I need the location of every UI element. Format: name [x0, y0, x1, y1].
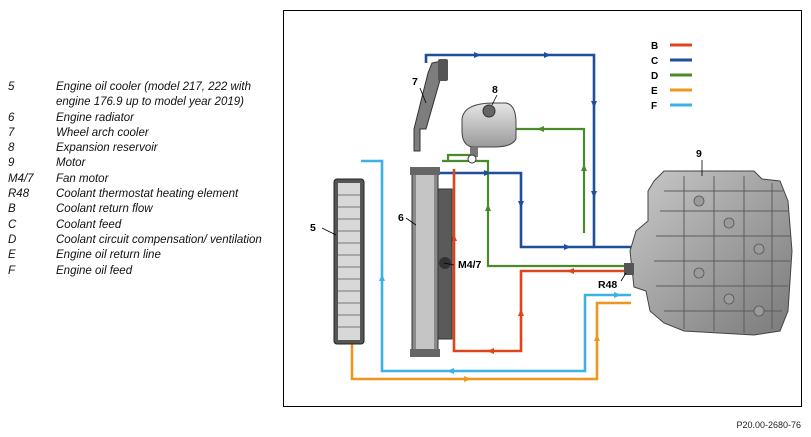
- wheel-arch-cooler: [413, 59, 448, 152]
- legend-text: Expansion reservoir: [56, 142, 158, 155]
- line-legend-key: B: [651, 41, 658, 52]
- legend-text: Coolant circuit compensation/ ventilatio…: [56, 233, 262, 246]
- legend-row: 6 Engine radiator: [8, 111, 278, 126]
- legend-row: E Engine oil return line: [8, 248, 278, 263]
- legend-text: Engine oil return line: [56, 249, 161, 262]
- flow-arrows: [349, 52, 621, 382]
- legend-row: C Coolant feed: [8, 218, 278, 233]
- legend-key: 5: [8, 81, 15, 93]
- expansion-reservoir: [461, 102, 517, 157]
- legend-text: Fan motor: [56, 172, 109, 185]
- legend-text: Wheel arch cooler: [56, 126, 149, 139]
- label-wheel-arch-cooler: 7: [412, 76, 418, 88]
- legend-key: 9: [8, 157, 15, 170]
- legend-row: M4/7 Fan motor: [8, 172, 278, 187]
- cooling-circuit-diagram: B C D E F: [310, 41, 793, 382]
- legend-key: 7: [8, 126, 15, 139]
- valve-symbol: [467, 154, 477, 164]
- label-radiator: 6: [398, 212, 404, 224]
- legend-row: D Coolant circuit compensation/ ventilat…: [8, 233, 278, 248]
- line-legend-key: F: [651, 101, 657, 112]
- oil-feed-line: [361, 159, 631, 373]
- legend-key: F: [8, 264, 16, 277]
- label-oil-cooler: 5: [310, 222, 316, 234]
- legend-key: E: [8, 249, 16, 262]
- coolant-feed-lines: [424, 53, 631, 249]
- label-fan-motor: M4/7: [458, 259, 482, 271]
- legend-key: 8: [8, 142, 15, 155]
- legend-row: F Engine oil feed: [8, 264, 278, 279]
- legend-text: Coolant feed: [56, 218, 122, 231]
- legend-row: B Coolant return flow: [8, 202, 278, 217]
- legend-row: 8 Expansion reservoir: [8, 141, 278, 156]
- label-motor: 9: [696, 148, 702, 160]
- legend-text: Engine oil feed: [56, 264, 133, 277]
- legend-key: R48: [8, 188, 30, 201]
- legend-text: Engine oil cooler (model 217, 222 with e…: [56, 81, 251, 109]
- legend-text: Coolant return flow: [56, 203, 153, 216]
- engine-oil-cooler: [333, 178, 365, 345]
- legend-text: Motor: [56, 157, 86, 170]
- legend-key: 6: [8, 111, 15, 124]
- legend-key: M4/7: [8, 172, 34, 185]
- engine-block: [624, 170, 793, 336]
- legend-list: 5 Engine oil cooler (model 217, 222 with…: [8, 80, 278, 279]
- engine-radiator: [410, 167, 453, 357]
- line-legend-key: D: [651, 71, 658, 82]
- legend-key: D: [8, 233, 17, 246]
- legend-text: Coolant thermostat heating element: [56, 188, 239, 201]
- label-leader-lines: [321, 87, 703, 282]
- coolant-ventilation-lines: [442, 127, 631, 268]
- line-legend: B C D E F: [651, 41, 692, 112]
- legend-text: Engine radiator: [56, 111, 134, 124]
- diagram-frame: B C D E F: [283, 10, 802, 407]
- line-legend-key: E: [651, 86, 658, 97]
- legend-row: 5 Engine oil cooler (model 217, 222 with…: [8, 80, 278, 111]
- document-reference: P20.00-2680-76: [736, 420, 801, 430]
- legend-key: C: [8, 218, 17, 231]
- label-expansion-reservoir: 8: [492, 84, 498, 96]
- coolant-return-lines: [452, 169, 631, 353]
- legend-key: B: [8, 203, 16, 216]
- legend-row: R48 Coolant thermostat heating element: [8, 187, 278, 202]
- label-thermostat: R48: [598, 279, 617, 291]
- thermostat-heating-element: [624, 263, 634, 275]
- line-legend-key: C: [651, 56, 658, 67]
- legend-row: 7 Wheel arch cooler: [8, 126, 278, 141]
- legend-row: 9 Motor: [8, 156, 278, 171]
